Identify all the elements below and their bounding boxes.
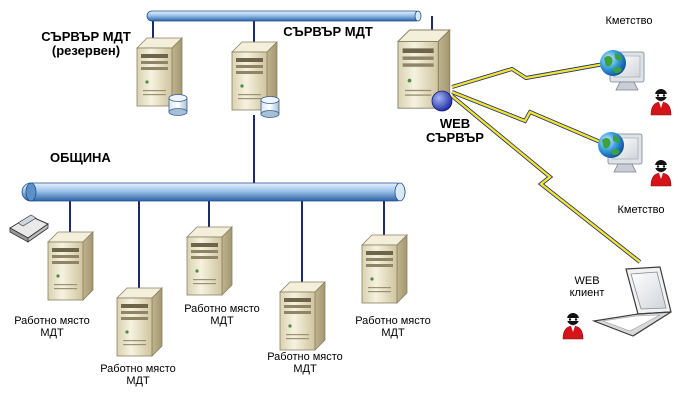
lightning-links xyxy=(450,62,642,264)
web-client-person-icon xyxy=(562,312,584,340)
workstation-5-label: Работно място МДТ xyxy=(343,315,443,339)
web-server-label-line2: СЪРВЪР xyxy=(426,130,484,146)
backup-server-label-line1: СЪРВЪР МДТ xyxy=(41,29,131,44)
workstation-4-label-line2: МДТ xyxy=(293,363,317,376)
workstation-5-label-line1: Работно място xyxy=(355,315,431,327)
web-server-label: WEB СЪРВЪР xyxy=(420,116,490,146)
mayoralty-top-person-icon xyxy=(650,88,672,116)
workstation-3-icon xyxy=(186,226,233,296)
web-client-label-line1: WEB xyxy=(574,275,600,287)
workstation-1-label-line1: Работно място xyxy=(14,315,90,327)
main-server-label: СЪРВЪР МДТ xyxy=(283,24,373,39)
workstation-4-label: Работно място МДТ xyxy=(255,351,355,375)
workstation-4-label-line1: Работно място xyxy=(267,351,343,363)
workstation-3-label-line2: МДТ xyxy=(210,315,234,328)
laptop-icon xyxy=(591,266,672,337)
workstation-2-icon xyxy=(116,287,163,357)
web-globe-sphere-icon xyxy=(431,90,453,112)
workstation-4-icon xyxy=(279,281,326,351)
workstation-drop-lines xyxy=(69,198,385,288)
main-server-icon xyxy=(231,41,280,118)
workstation-1-icon xyxy=(47,231,94,301)
mayoralty-mid-label: Кметство xyxy=(617,204,665,216)
municipality-label: ОБЩИНА xyxy=(50,150,111,165)
backup-server-label: СЪРВЪР МДТ (резервен) xyxy=(26,29,146,59)
mayoralty-top-computer-icon xyxy=(599,49,645,91)
workstation-3-label: Работно място МДТ xyxy=(172,303,272,327)
server-backbone-bus xyxy=(146,10,422,22)
scanner-icon xyxy=(9,214,50,243)
workstation-2-label: Работно място МДТ xyxy=(88,363,188,387)
municipality-network-bus xyxy=(21,182,406,202)
workstation-2-label-line1: Работно място xyxy=(100,363,176,375)
workstation-3-label-line1: Работно място xyxy=(184,303,260,315)
mayoralty-top-label: Кметство xyxy=(605,15,653,27)
workstation-1-label: Работно място МДТ xyxy=(2,315,102,339)
mayoralty-mid-person-icon xyxy=(650,159,672,187)
workstation-1-label-line2: МДТ xyxy=(40,327,64,340)
workstation-5-icon xyxy=(361,234,408,304)
backup-server-label-line2: (резервен) xyxy=(51,43,121,59)
workstation-2-label-line2: МДТ xyxy=(126,375,150,388)
web-client-label-line2: клиент xyxy=(569,287,605,300)
web-server-label-line1: WEB xyxy=(439,116,471,131)
mayoralty-mid-computer-icon xyxy=(597,131,643,173)
workstation-5-label-line2: МДТ xyxy=(381,327,405,340)
top-link-lines xyxy=(152,16,433,183)
web-client-label: WEB клиент xyxy=(562,275,612,299)
